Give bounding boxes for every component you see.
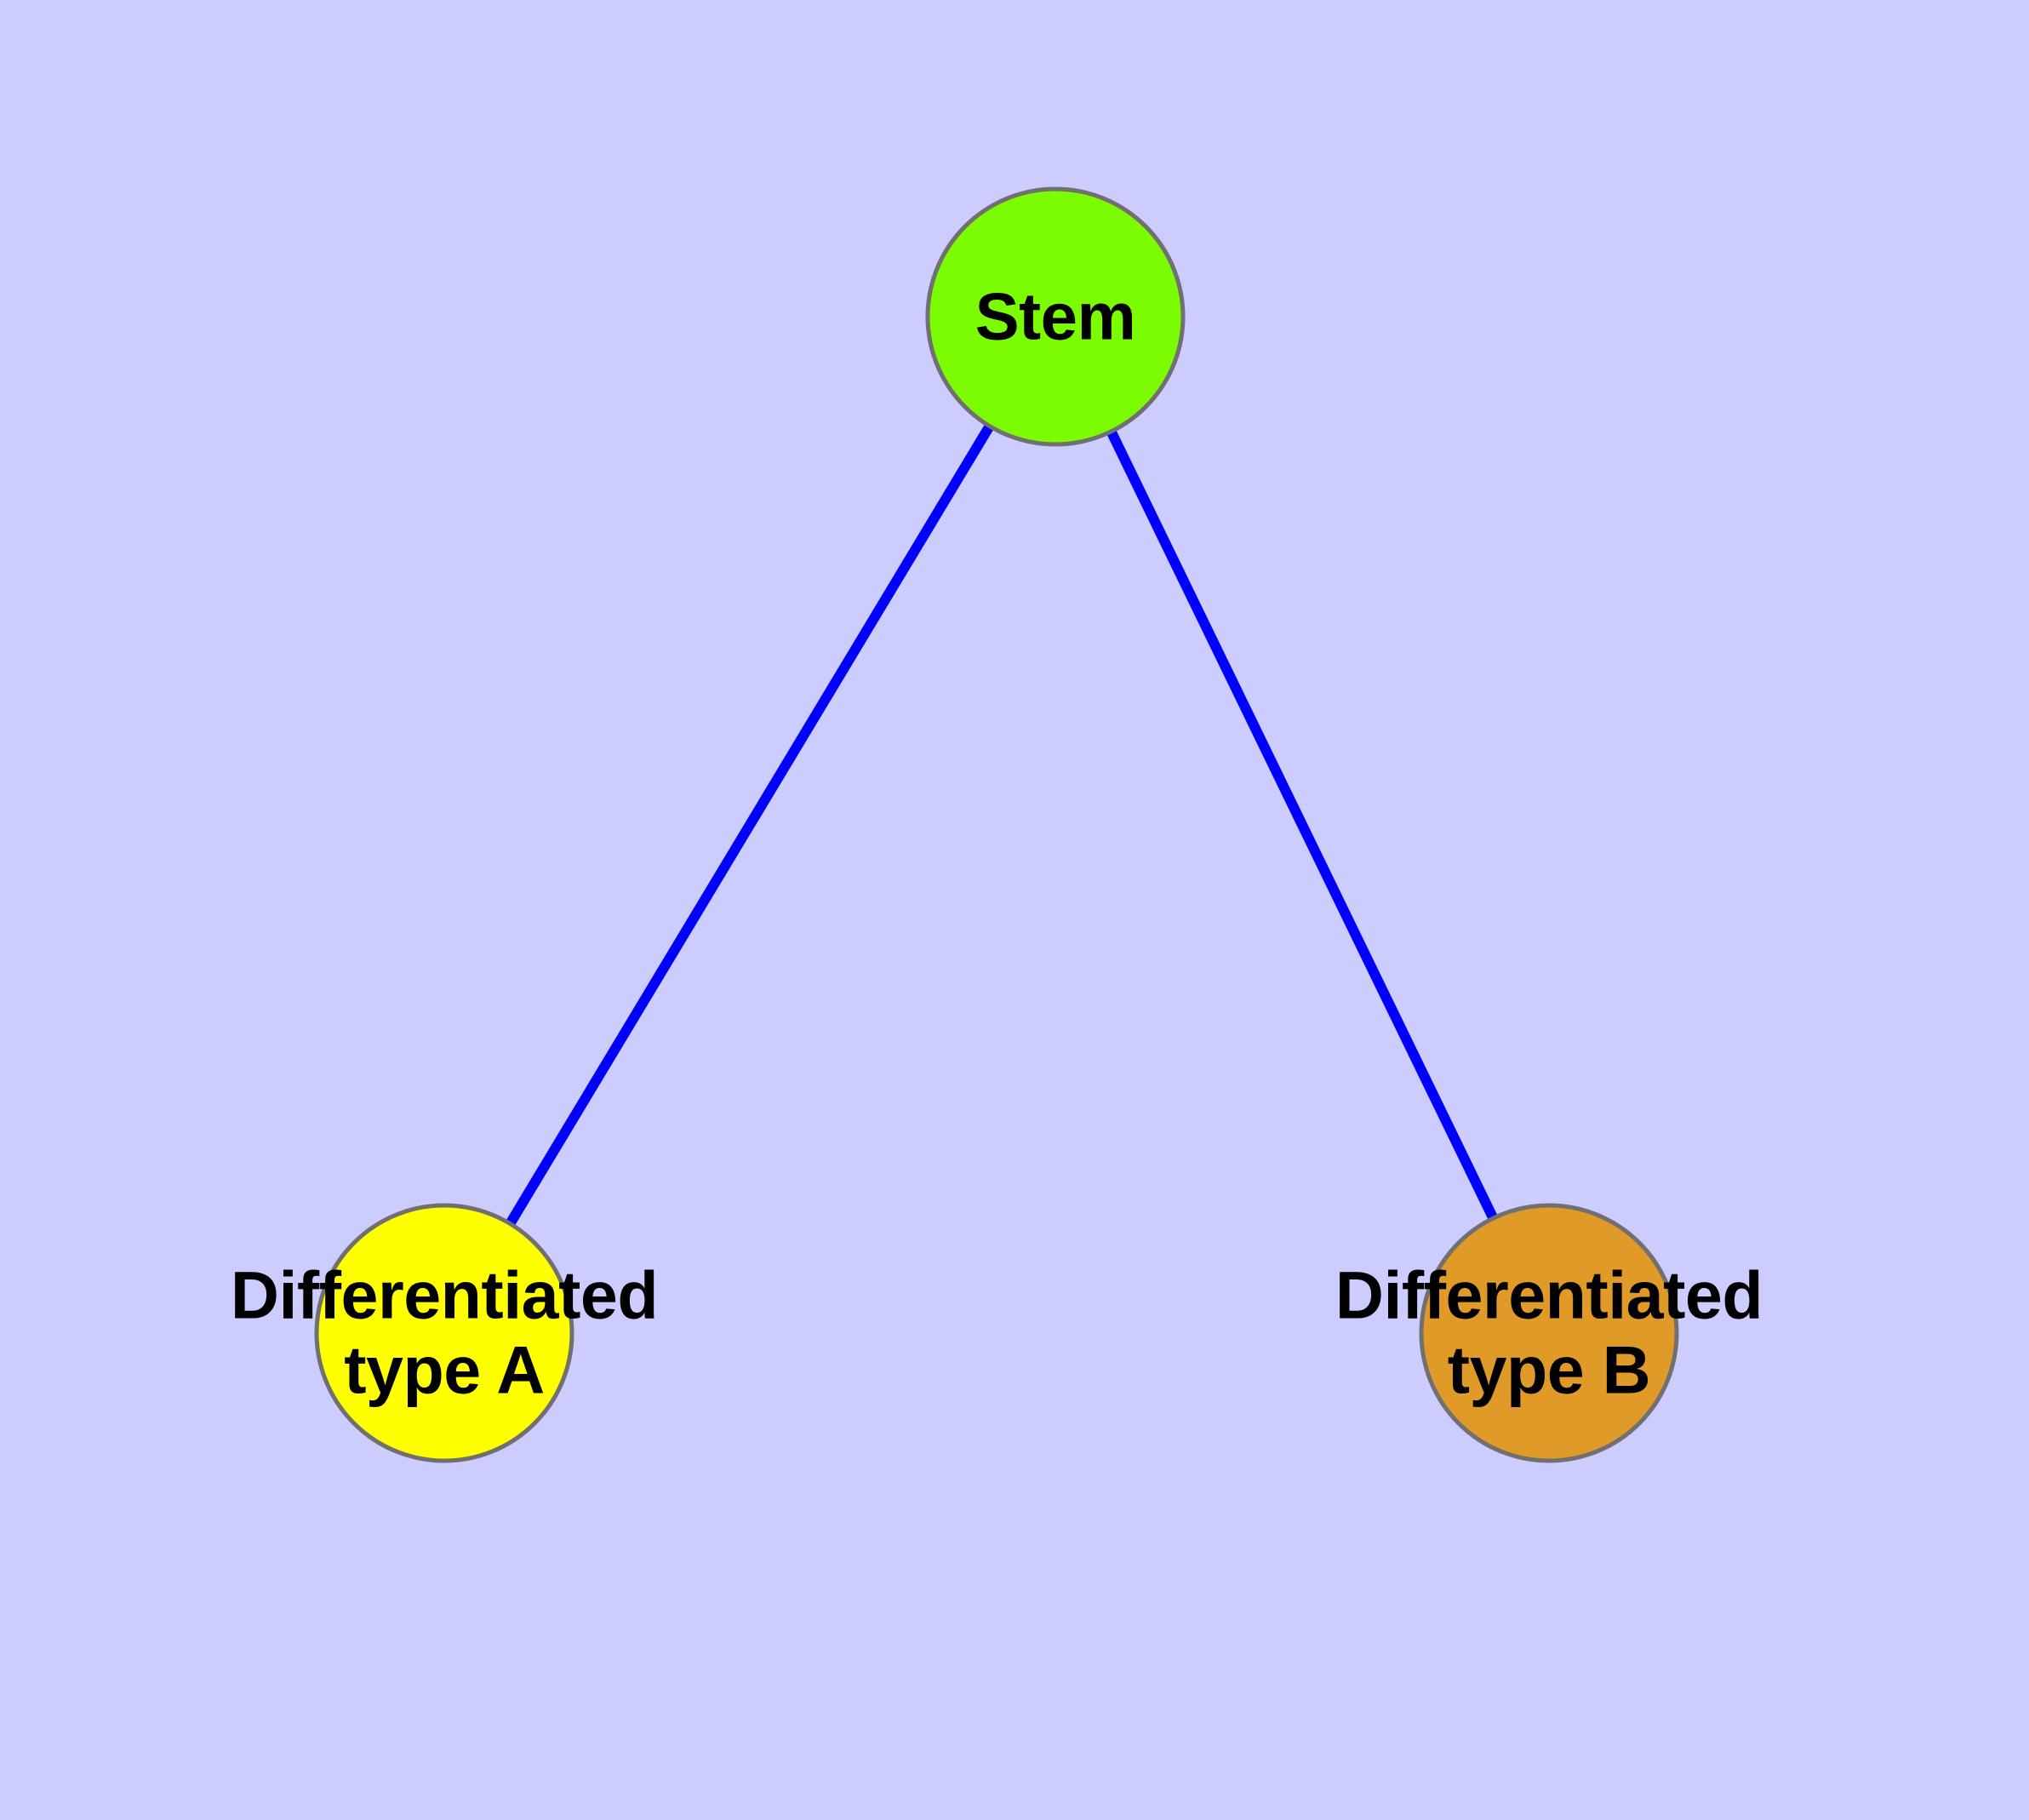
graph-edge (439, 313, 1060, 1336)
graph-node-diff-a[interactable] (314, 1203, 574, 1463)
edge-layer (439, 313, 1554, 1336)
graph-node-diff-b[interactable] (1419, 1203, 1679, 1463)
graph-edge (1050, 314, 1554, 1336)
graph-node-stem[interactable] (925, 186, 1186, 447)
node-layer (314, 186, 1679, 1463)
